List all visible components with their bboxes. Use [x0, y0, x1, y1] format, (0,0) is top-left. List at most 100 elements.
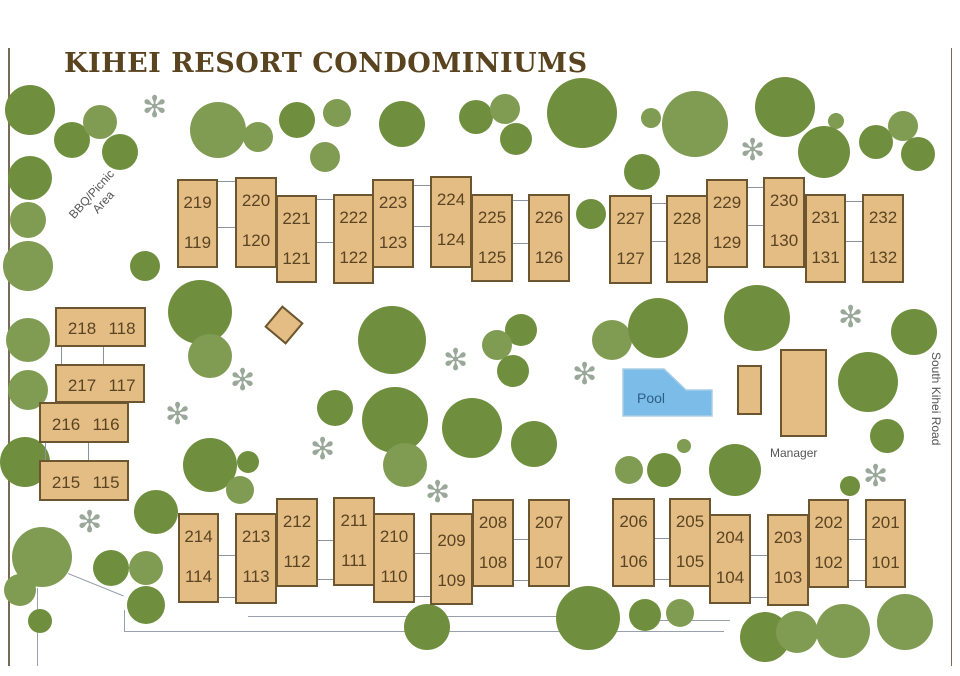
palm-tree-icon: ✻	[142, 91, 168, 124]
unit-label: 223	[378, 193, 408, 212]
building-223-123[interactable]: 223 123	[372, 179, 414, 268]
tree-icon	[237, 451, 259, 473]
unit-label: 117	[108, 376, 136, 395]
building-226-126[interactable]: 226 126	[528, 194, 570, 282]
unit-label: 127	[616, 249, 645, 268]
building-231-131[interactable]: 231 131	[805, 194, 846, 283]
tree-icon	[798, 126, 850, 178]
unit-label: 227	[616, 209, 645, 228]
unit-label: 128	[672, 249, 702, 268]
building-227-127[interactable]: 227 127	[609, 195, 652, 284]
tree-icon	[459, 100, 493, 134]
tree-icon	[279, 102, 315, 138]
tree-icon	[83, 105, 117, 139]
tree-icon	[4, 574, 36, 606]
connector	[750, 597, 768, 598]
tree-icon	[490, 94, 520, 124]
connector	[217, 181, 235, 182]
tree-icon	[576, 199, 606, 229]
building-201-101[interactable]: 201 101	[865, 499, 906, 588]
building-209-109[interactable]: 209 109	[430, 513, 473, 605]
building-228-128[interactable]: 228 128	[666, 195, 708, 283]
unit-label: 209	[437, 531, 466, 550]
building-225-125[interactable]: 225 125	[471, 194, 513, 282]
unit-label: 105	[675, 552, 705, 571]
building-210-110[interactable]: 210 110	[373, 513, 415, 603]
building-202-102[interactable]: 202 102	[808, 499, 849, 588]
unit-label: 125	[477, 248, 507, 267]
building-215-115[interactable]: 215 115	[39, 460, 129, 501]
building-205-105[interactable]: 205 105	[669, 498, 711, 587]
building-216-116[interactable]: 216 116	[39, 402, 129, 443]
tree-icon	[838, 352, 898, 412]
building-222-122[interactable]: 222 122	[333, 194, 374, 284]
building-207-107[interactable]: 207 107	[528, 499, 570, 587]
manager-annex	[737, 365, 762, 415]
tree-icon	[666, 599, 694, 627]
tree-icon	[615, 456, 643, 484]
connector	[217, 227, 235, 228]
tree-icon	[859, 125, 893, 159]
tree-icon	[497, 355, 529, 387]
building-217-117[interactable]: 217 117	[55, 364, 145, 403]
palm-tree-icon: ✻	[230, 364, 256, 397]
building-208-108[interactable]: 208 108	[472, 499, 514, 587]
palm-tree-icon: ✻	[863, 460, 889, 493]
tree-icon	[629, 599, 661, 631]
tree-icon	[404, 604, 450, 650]
connector	[511, 539, 529, 540]
connector	[218, 555, 236, 556]
connector	[653, 538, 671, 539]
building-213-113[interactable]: 213 113	[235, 513, 277, 604]
connector	[746, 187, 764, 188]
palm-tree-icon: ✻	[77, 506, 103, 539]
unit-label: 226	[534, 208, 564, 227]
tree-icon	[317, 390, 353, 426]
tree-icon	[840, 476, 860, 496]
building-220-120[interactable]: 220 120	[235, 177, 277, 268]
tree-icon	[677, 439, 691, 453]
connector	[511, 200, 529, 201]
unit-label: 115	[92, 473, 120, 492]
building-212-112[interactable]: 212 112	[276, 498, 318, 587]
building-232-132[interactable]: 232 132	[862, 194, 904, 283]
unit-label: 216	[51, 415, 81, 434]
building-204-104[interactable]: 204 104	[709, 514, 751, 604]
pool-shape[interactable]	[622, 368, 714, 418]
unit-label: 110	[380, 567, 408, 586]
tree-icon	[129, 551, 163, 585]
building-211-111[interactable]: 211 111	[333, 497, 375, 586]
building-203-103[interactable]: 203 103	[767, 514, 809, 606]
road-label: South Kihei Road	[929, 352, 943, 446]
manager-office[interactable]	[780, 349, 827, 437]
unit-label: 232	[868, 208, 898, 227]
tree-icon	[134, 490, 178, 534]
building-218-118[interactable]: 218 118	[55, 307, 146, 347]
connector	[218, 597, 236, 598]
unit-label: 123	[378, 233, 408, 252]
building-221-121[interactable]: 221 121	[276, 195, 317, 283]
tree-icon	[888, 111, 918, 141]
building-229-129[interactable]: 229 129	[706, 179, 748, 268]
tree-icon	[511, 421, 557, 467]
tree-icon	[226, 476, 254, 504]
building-206-106[interactable]: 206 106	[612, 498, 655, 587]
connector	[316, 242, 334, 243]
walkway	[124, 610, 125, 632]
unit-label: 214	[184, 527, 213, 546]
tree-icon	[547, 78, 617, 148]
connector	[413, 596, 431, 597]
connector	[316, 579, 334, 580]
unit-label: 130	[769, 231, 799, 250]
connector	[413, 226, 431, 227]
gazebo	[264, 305, 304, 345]
building-230-130[interactable]: 230 130	[763, 177, 805, 268]
tree-icon	[628, 298, 688, 358]
building-224-124[interactable]: 224 124	[430, 176, 472, 268]
tree-icon	[901, 137, 935, 171]
building-214-114[interactable]: 214 114	[178, 513, 219, 603]
palm-tree-icon: ✻	[425, 476, 451, 509]
building-219-119[interactable]: 219 119	[177, 179, 218, 268]
palm-tree-icon: ✻	[165, 398, 191, 431]
unit-label: 119	[183, 233, 212, 252]
